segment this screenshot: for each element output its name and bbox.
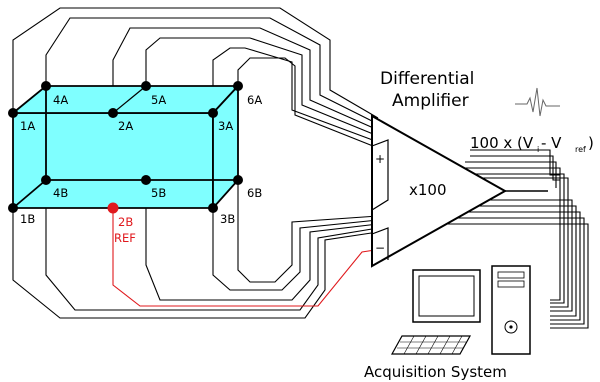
electrode-6b	[233, 175, 243, 185]
electrode-4a	[41, 81, 51, 91]
electrode-2a	[108, 108, 118, 118]
electrode-1b	[8, 203, 18, 213]
electrodes	[8, 81, 243, 214]
electrode-1a	[8, 108, 18, 118]
label-2a: 2A	[118, 119, 133, 133]
formula-suffix: )	[588, 134, 594, 152]
minus-sign: −	[375, 241, 385, 255]
electrode-4b	[41, 175, 51, 185]
box-front-face	[12, 112, 214, 209]
electrode-labels: 1A 2A 3A 4A 5A 6A 1B 3B 4B 5B 6B 2B REF	[20, 93, 262, 245]
electrode-3a	[208, 108, 218, 118]
formula-sub-ref: ref	[575, 145, 586, 154]
formula-mid: - V	[541, 134, 562, 152]
output-formula: 100 x (V i - V ref )	[470, 134, 594, 154]
electrode-6a	[233, 81, 243, 91]
label-4b: 4B	[53, 186, 68, 200]
label-1b: 1B	[20, 212, 35, 226]
differential-amplifier: + − x100	[371, 114, 548, 268]
plus-sign: +	[375, 152, 385, 166]
label-1a: 1A	[20, 119, 35, 133]
amplifier-title-line2: Amplifier	[392, 91, 469, 111]
reference-wire	[112, 208, 376, 307]
label-3b: 3B	[220, 212, 235, 226]
waveform-icon	[515, 87, 560, 117]
label-6b: 6B	[247, 186, 262, 200]
amplifier-title-line1: Differential	[380, 69, 474, 89]
electrode-box	[10, 83, 241, 211]
computer-icon	[390, 265, 531, 355]
formula-sub-i: i	[537, 145, 539, 154]
electrode-3b	[208, 203, 218, 213]
label-3a: 3A	[218, 119, 233, 133]
label-4a: 4A	[53, 93, 68, 107]
electrode-5a	[141, 81, 151, 91]
electrode-2b-ref	[107, 202, 119, 214]
formula-prefix: 100 x (V	[470, 134, 534, 152]
electrode-5b	[141, 175, 151, 185]
label-6a: 6A	[247, 93, 262, 107]
acquisition-label: Acquisition System	[364, 363, 507, 381]
gain-label: x100	[409, 181, 447, 199]
label-ref: REF	[114, 231, 136, 245]
wire-bundle	[12, 7, 589, 329]
label-5a: 5A	[151, 93, 166, 107]
label-2b: 2B	[118, 215, 133, 229]
label-5b: 5B	[151, 186, 166, 200]
